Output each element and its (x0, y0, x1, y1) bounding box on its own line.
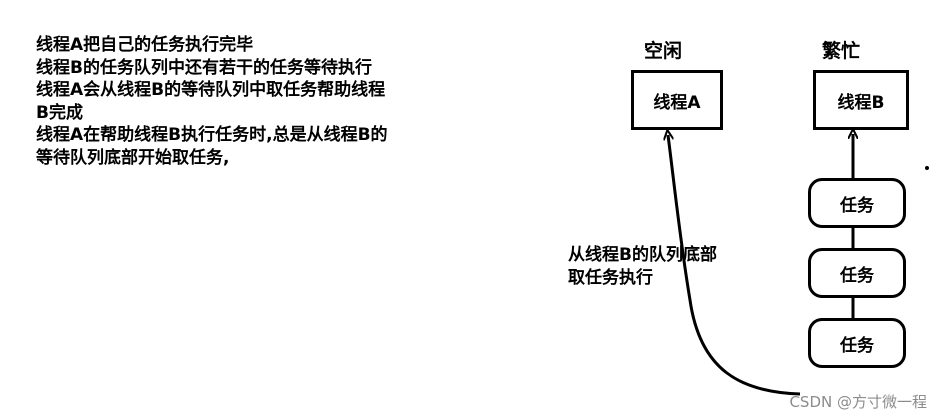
description-line: 线程A会从线程B的等待队列中取任务帮助线程 (36, 80, 386, 101)
steal-label-line: 从线程B的队列底部 (568, 245, 717, 265)
task-label: 任务 (840, 195, 874, 216)
dot-mark (925, 166, 929, 170)
description-line: B完成 (36, 102, 83, 123)
thread-a-box: 线程A (631, 70, 723, 130)
steal-label-line: 取任务执行 (568, 268, 653, 288)
thread-a-status: 空闲 (644, 40, 683, 62)
task-item: 任务 (808, 318, 906, 368)
thread-b-status: 繁忙 (822, 40, 861, 62)
description-line: 线程B的任务队列中还有若干的任务等待执行 (36, 57, 372, 78)
steal-arrow-label: 从线程B的队列底部 取任务执行 (568, 244, 717, 290)
task-label: 任务 (840, 265, 874, 286)
task-label: 任务 (840, 335, 874, 356)
task-item: 任务 (808, 178, 906, 228)
thread-a-label: 线程A (653, 92, 701, 113)
watermark: CSDN @方寸微一程 (789, 393, 927, 411)
description-line: 等待队列底部开始取任务, (36, 147, 230, 168)
steal-arrow (668, 135, 801, 396)
description-line: 线程A在帮助线程B执行任务时,总是从线程B的 (36, 125, 388, 146)
task-item: 任务 (808, 248, 906, 298)
thread-b-box: 线程B (813, 70, 909, 130)
description-line: 线程A把自己的任务执行完毕 (36, 35, 254, 55)
description-text: 线程A把自己的任务执行完毕 线程B的任务队列中还有若干的任务等待执行 线程A会从… (36, 34, 388, 170)
thread-b-label: 线程B (837, 92, 885, 113)
